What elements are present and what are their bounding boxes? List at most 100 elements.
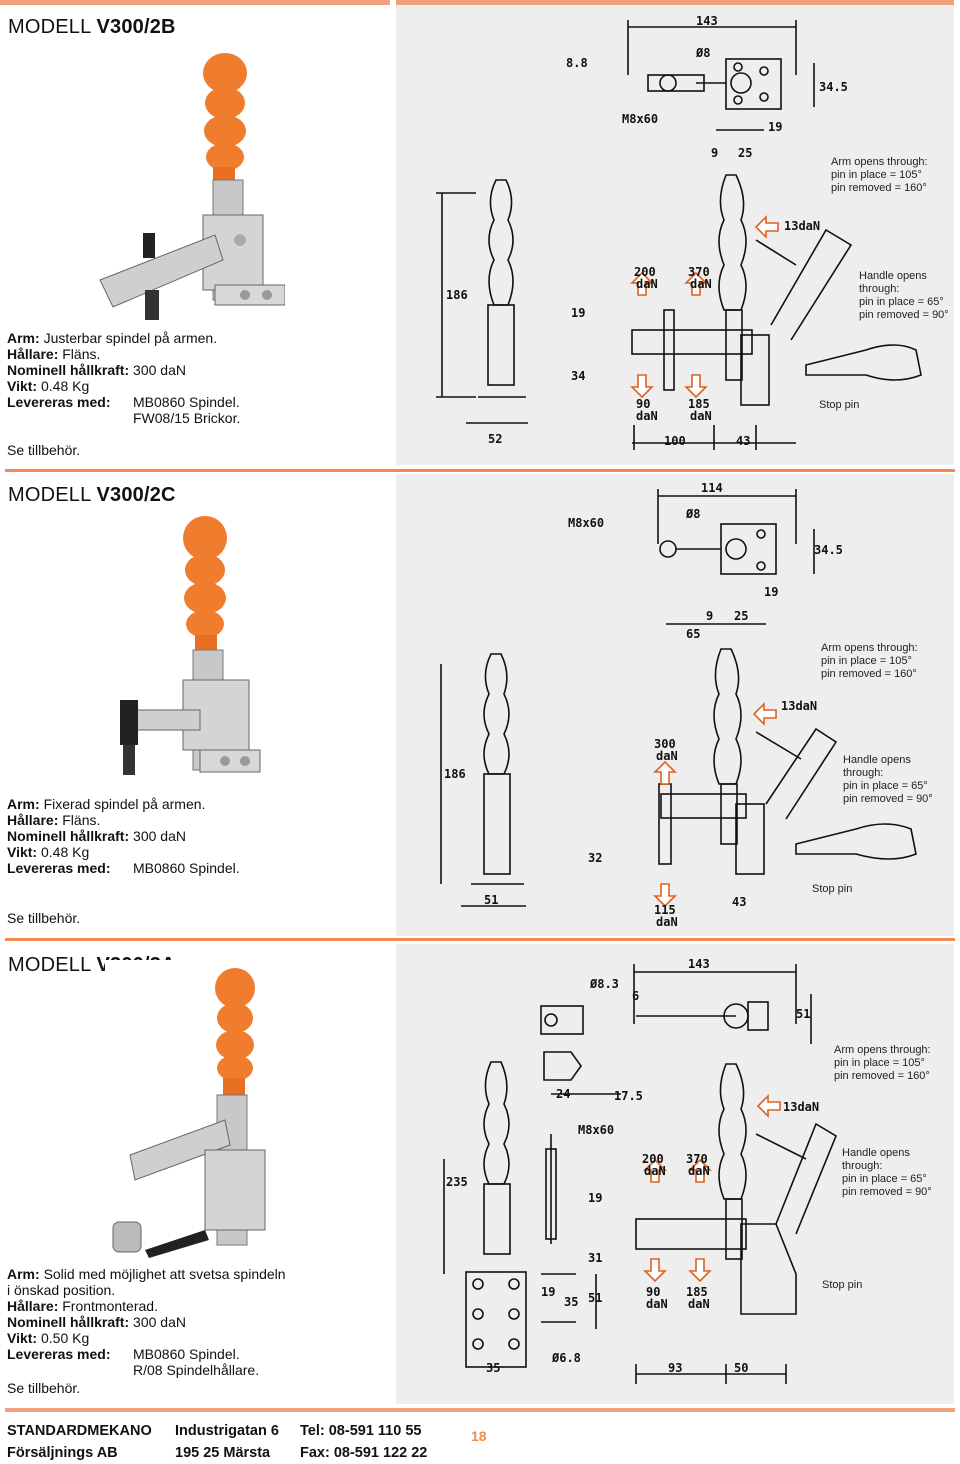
spec-block-v300-3a: Arm: Solid med möjlighet att svetsa spin… (7, 1266, 286, 1378)
footer-address: Industrigatan 6 195 25 Märsta (175, 1423, 279, 1461)
svg-text:daN: daN (656, 915, 678, 929)
page-footer: STANDARDMEKANO Försäljnings AB Industrig… (0, 1408, 960, 1464)
svg-text:65: 65 (686, 627, 700, 641)
model-title-v300-2c: MODELL V300/2C (8, 484, 176, 506)
spec-delivery: Levereras med:MB0860 Spindel. (7, 394, 240, 410)
footer-contact: Tel: 08-591 110 55 Fax: 08-591 122 22 (300, 1423, 428, 1461)
force-unit: daN (690, 277, 712, 291)
accessory-link[interactable]: Se tillbehör. (7, 442, 81, 458)
svg-text:51: 51 (484, 893, 498, 907)
svg-text:daN: daN (688, 1164, 710, 1178)
svg-text:daN: daN (644, 1164, 666, 1178)
technical-drawing-v300-3a: 143 Ø8.3 6 51 24 17.5 M8x60 235 19 31 35… (396, 944, 954, 1404)
svg-text:daN: daN (688, 1297, 710, 1311)
dim-label: 34.5 (819, 80, 848, 94)
svg-text:51: 51 (796, 1007, 810, 1021)
handle-opening-note: Handle opens through: pin in place = 65°… (859, 270, 949, 321)
footer-accent-bar (5, 1408, 955, 1412)
handle-opening-note: Handle opens through: pin in place = 65°… (843, 754, 933, 805)
spec-arm: Arm: Justerbar spindel på armen. (7, 330, 218, 346)
svg-text:370: 370 (686, 1152, 708, 1166)
product-photo-v300-3a (105, 960, 275, 1260)
dim-label: M8x60 (622, 112, 658, 126)
spec-weight: Vikt: 0.48 Kg (7, 378, 90, 394)
technical-drawing-v300-2b: 143 Ø8 8.8 M8x60 34.5 19 9 25 186 19 34 … (396, 5, 954, 465)
dim-label: 25 (738, 146, 752, 160)
svg-text:daN: daN (646, 1297, 668, 1311)
dim-label: Ø8 (695, 46, 710, 60)
svg-text:90: 90 (646, 1285, 660, 1299)
svg-text:13daN: 13daN (781, 699, 817, 713)
accessory-link[interactable]: Se tillbehör. (7, 910, 81, 926)
dim-label: 43 (736, 434, 750, 448)
svg-text:25: 25 (734, 609, 748, 623)
model-prefix: MODELL (8, 16, 97, 38)
force-unit: daN (690, 409, 712, 423)
force-label: 185 (688, 397, 710, 411)
technical-drawing-v300-2c: 114 Ø8 M8x60 34.5 19 9 25 65 186 32 51 4… (396, 474, 954, 936)
svg-text:186: 186 (444, 767, 466, 781)
arm-opening-note: Arm opens through: pin in place = 105° p… (834, 1044, 931, 1082)
top-accent-bar-right (396, 0, 954, 5)
svg-text:13daN: 13daN (783, 1100, 819, 1114)
force-unit: daN (636, 277, 658, 291)
svg-text:daN: daN (656, 749, 678, 763)
svg-text:50: 50 (734, 1361, 748, 1375)
svg-text:35: 35 (564, 1295, 578, 1309)
svg-text:115: 115 (654, 903, 676, 917)
section-divider (5, 938, 955, 941)
handle-opening-note: Handle opens through: pin in place = 65°… (842, 1147, 932, 1198)
svg-text:19: 19 (588, 1191, 602, 1205)
svg-text:Ø6.8: Ø6.8 (551, 1351, 581, 1365)
stop-pin-label: Stop pin (812, 883, 853, 895)
svg-text:200: 200 (642, 1152, 664, 1166)
force-label: 90 (636, 397, 650, 411)
dim-label: 8.8 (566, 56, 588, 70)
svg-text:300: 300 (654, 737, 676, 751)
svg-text:32: 32 (588, 851, 602, 865)
accessory-link[interactable]: Se tillbehör. (7, 1380, 81, 1396)
model-title-v300-2b: MODELL V300/2B (8, 16, 176, 39)
svg-text:185: 185 (686, 1285, 708, 1299)
footer-company: STANDARDMEKANO Försäljnings AB (7, 1423, 152, 1461)
svg-text:Ø8: Ø8 (685, 507, 700, 521)
svg-text:M8x60: M8x60 (578, 1123, 614, 1137)
dim-label: 186 (446, 288, 468, 302)
product-photo-v300-2b (95, 45, 286, 325)
svg-text:43: 43 (732, 895, 746, 909)
svg-text:24: 24 (556, 1087, 570, 1101)
dim-label: 100 (664, 434, 686, 448)
spec-force: Nominell hållkraft: 300 daN (7, 362, 186, 378)
svg-text:34.5: 34.5 (814, 543, 843, 557)
spec-holder: Hållare: Fläns. (7, 346, 101, 362)
top-accent-bar (0, 0, 390, 5)
svg-text:19: 19 (764, 585, 778, 599)
force-label: 370 (688, 265, 710, 279)
svg-text:51: 51 (588, 1291, 602, 1305)
dim-label: 9 (711, 146, 718, 160)
page-number: 18 (471, 1428, 487, 1444)
svg-text:143: 143 (688, 957, 710, 971)
arm-opening-note: Arm opens through: pin in place = 105° p… (831, 156, 928, 194)
dim-label: 143 (696, 14, 718, 28)
stop-pin-label: Stop pin (819, 399, 860, 411)
svg-text:31: 31 (588, 1251, 602, 1265)
dim-label: 52 (488, 432, 502, 446)
spec-delivery-line2: FW08/15 Brickor. (133, 410, 241, 426)
svg-text:93: 93 (668, 1361, 682, 1375)
force-unit: daN (636, 409, 658, 423)
svg-text:114: 114 (701, 481, 723, 495)
arm-opening-note: Arm opens through: pin in place = 105° p… (821, 642, 918, 680)
svg-text:17.5: 17.5 (614, 1089, 643, 1103)
dim-label: 19 (571, 306, 585, 320)
stop-pin-label: Stop pin (822, 1279, 863, 1291)
section-divider (5, 469, 955, 472)
product-photo-v300-2c (115, 510, 265, 795)
model-code: V300/2B (96, 16, 176, 38)
svg-text:35: 35 (486, 1361, 500, 1375)
spec-block-v300-2c: Arm: Fixerad spindel på armen. Hållare: … (7, 796, 240, 876)
svg-text:6: 6 (632, 989, 639, 1003)
svg-text:Ø8.3: Ø8.3 (589, 977, 619, 991)
dim-label: 19 (768, 120, 782, 134)
svg-text:9: 9 (706, 609, 713, 623)
